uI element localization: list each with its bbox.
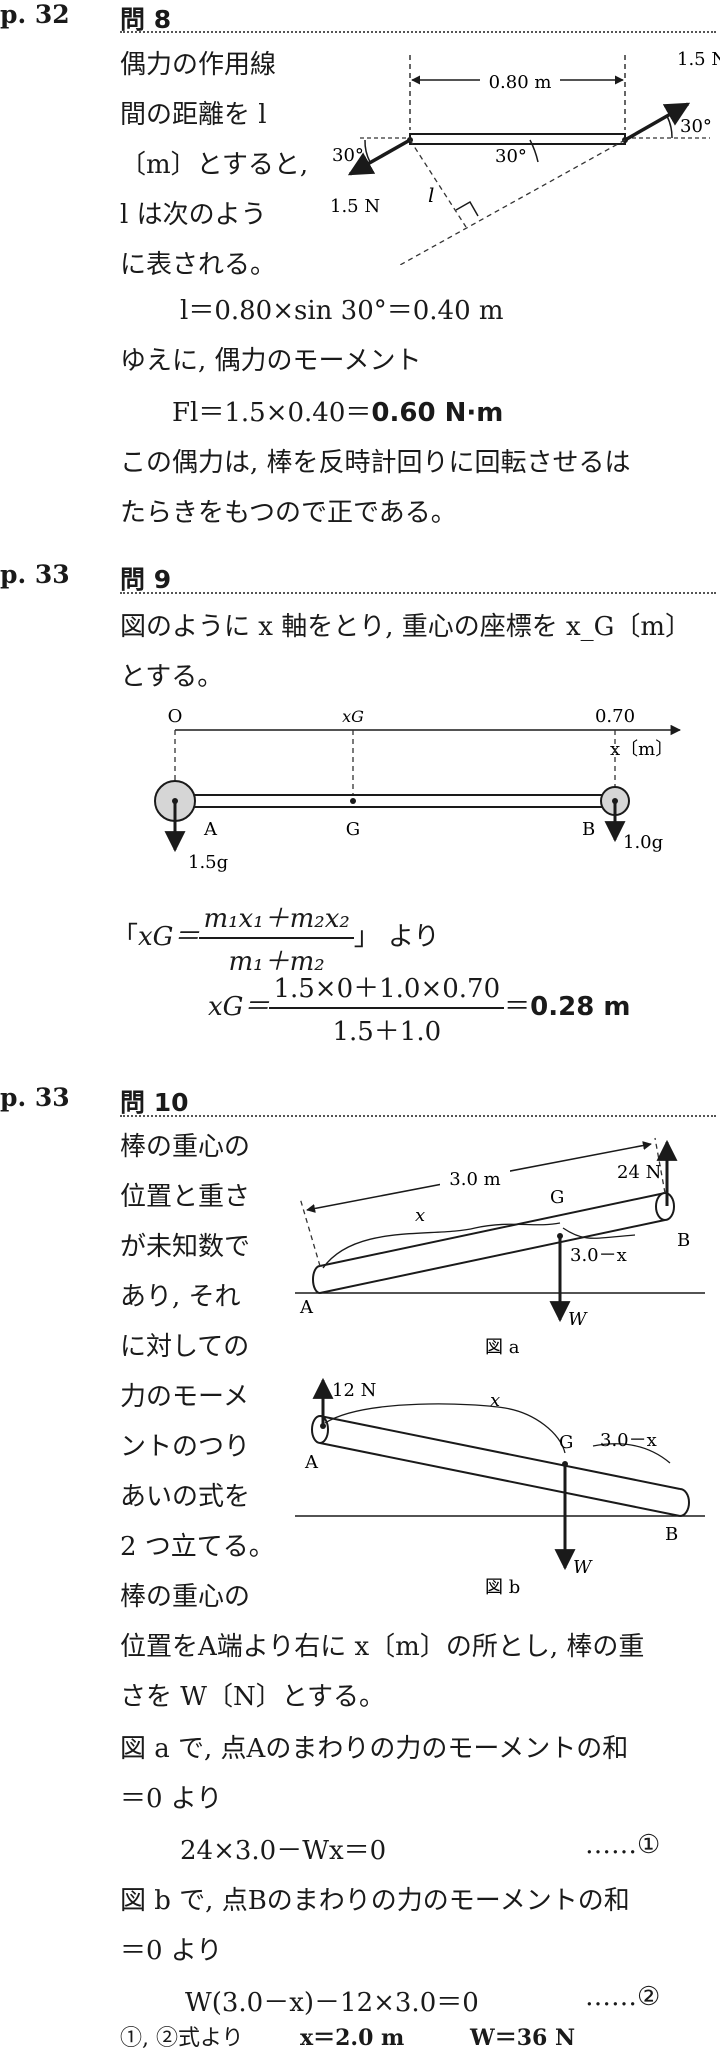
q10-text-line: あいの式を (120, 1482, 251, 1512)
q10-text-line: 位置をA端より右に x〔m〕の所とし, 棒の重 (120, 1632, 645, 1662)
label-rest: 3.0－x (570, 1245, 627, 1266)
fraction: 1.5×0＋1.0×0.70 1.5＋1.0 (269, 968, 505, 1048)
divider (120, 31, 716, 33)
denominator: m₁＋m₂ (228, 947, 325, 977)
label-force-left: 1.5 N (330, 196, 380, 217)
label-x-axis: x〔m〕 (610, 739, 673, 760)
denominator: 1.5＋1.0 (332, 1017, 442, 1047)
label-x: x (415, 1205, 425, 1226)
q10-text-line: ＝0 より (120, 1784, 223, 1814)
q10-text-line: 力のモーメ (120, 1382, 249, 1412)
q9-text-line: とする。 (120, 662, 224, 692)
eq-lhs: xG＝ (208, 992, 270, 1022)
label-G: G (346, 819, 360, 840)
fraction: m₁x₁＋m₂x₂ m₁＋m₂ (199, 898, 354, 978)
bracket: 」 より (353, 922, 440, 952)
label-force-24N: 24 N (617, 1162, 661, 1183)
q10-text-line: に対しての (120, 1332, 250, 1362)
q10-text-line: 図 a で, 点Aのまわりの力のモーメントの和 (120, 1734, 629, 1764)
q8-text-line: ゆえに, 偶力のモーメント (120, 346, 422, 376)
q8-equation-l: l＝0.80×sin 30°＝0.40 m (180, 296, 504, 326)
q9-center-formula: 「xG＝m₁x₁＋m₂x₂ m₁＋m₂ 」 より (112, 898, 440, 978)
q9-rod-diagram: O xG 0.70 x〔m〕 A G B 1.5g 1.0g (154, 706, 682, 873)
label-angle-right: 30° (680, 116, 712, 137)
label-G: G (559, 1432, 573, 1453)
page-ref-q10: p. 33 (0, 1083, 70, 1112)
q8-text-line: 偶力の作用線 (120, 50, 277, 80)
label-A: A (299, 1297, 314, 1318)
q10-text-line: ＝0 より (120, 1936, 223, 1966)
bracket: 「 (112, 922, 139, 952)
q10-figure-a: 3.0 m 24 N x G 3.0－x W A B 図 a (295, 1137, 705, 1358)
divider (120, 1115, 716, 1117)
q8-text-line: 間の距離を l (120, 100, 267, 130)
q8-couple-diagram: 0.80 m 1.5 N 30° 30° 1.5 N 30° l (330, 49, 720, 265)
label-W: W (568, 1309, 588, 1330)
label-weight-B: 1.0g (623, 832, 663, 853)
label-G: G (550, 1187, 564, 1208)
q10-text-line: が未知数で (120, 1232, 251, 1262)
q8-text-line: この偶力は, 棒を反時計回りに回転させるは (120, 448, 631, 478)
question-title-q8: 問 8 (120, 5, 172, 34)
q10-text-line: さを W〔N〕とする。 (120, 1682, 385, 1712)
q9-text-line: 図のように x 軸をとり, 重心の座標を x_G〔m〕 (120, 612, 692, 642)
label-B: B (665, 1524, 678, 1545)
question-title-q10: 問 10 (120, 1088, 189, 1117)
label-force-right: 1.5 N (677, 49, 720, 70)
answer: 0.60 N·m (371, 398, 504, 428)
q10-text-line: ントのつり (120, 1432, 251, 1462)
label-weight-A: 1.5g (188, 852, 228, 873)
eq-lhs: xG＝ (138, 922, 200, 952)
q8-text-line: に表される。 (120, 250, 277, 280)
figure-caption-b: 図 b (485, 1577, 520, 1598)
equation-tag-2: ……② (585, 1982, 661, 2012)
page-ref-q8: p. 32 (0, 0, 70, 29)
divider (120, 592, 716, 594)
label-length: 3.0 m (449, 1169, 500, 1190)
label-W: W (573, 1557, 593, 1578)
label-angle-left: 30° (332, 145, 364, 166)
label-A: A (203, 819, 218, 840)
label-l: l (428, 183, 434, 207)
question-title-q9: 問 9 (120, 565, 172, 594)
eq-text: Fl＝1.5×0.40＝ (172, 398, 372, 428)
label-xG: xG (342, 707, 364, 726)
q10-text-line: ①, ②式より (120, 2026, 244, 2051)
q8-equation-moment: Fl＝1.5×0.40＝0.60 N·m (172, 392, 503, 429)
q10-text-line: 棒の重心の (120, 1582, 251, 1612)
q10-text-line: あり, それ (120, 1282, 241, 1312)
label-B: B (677, 1230, 690, 1251)
numerator: 1.5×0＋1.0×0.70 (269, 968, 505, 1009)
q10-text-line: 位置と重さ (120, 1182, 251, 1212)
eq-sign: ＝ (504, 992, 531, 1022)
label-rest: 3.0－x (600, 1430, 657, 1451)
label-angle-bottom: 30° (495, 146, 527, 167)
label-0.70: 0.70 (595, 706, 635, 727)
answer: 0.28 m (530, 992, 631, 1022)
label-B: B (582, 819, 595, 840)
label-A: A (304, 1452, 319, 1473)
q8-text-line: たらきをもつので正である。 (120, 498, 457, 528)
q8-text-line: 〔m〕とすると, (120, 150, 309, 180)
q10-equation-1: 24×3.0－Wx＝0 (180, 1836, 387, 1866)
figure-caption-a: 図 a (485, 1337, 520, 1358)
q10-text-line: 図 b で, 点Bのまわりの力のモーメントの和 (120, 1886, 630, 1916)
q8-text-line: l は次のよう (120, 200, 267, 230)
label-x: x (490, 1390, 500, 1411)
q10-text-line: 2 つ立てる。 (120, 1532, 275, 1562)
page-ref-q9: p. 33 (0, 560, 70, 589)
q10-equation-2: W(3.0－x)－12×3.0＝0 (185, 1988, 479, 2018)
q9-calc: xG＝1.5×0＋1.0×0.70 1.5＋1.0 ＝0.28 m (208, 968, 630, 1048)
answer-W: W＝36 N (470, 2025, 576, 2051)
q10-figure-b: 12 N x G 3.0－x W A B 図 b (295, 1377, 705, 1598)
numerator: m₁x₁＋m₂x₂ (199, 898, 354, 939)
q10-text-line: 棒の重心の (120, 1132, 251, 1162)
equation-tag-1: ……① (585, 1830, 661, 1860)
label-O: O (168, 706, 183, 727)
answer-x: x＝2.0 m (300, 2025, 405, 2051)
label-distance: 0.80 m (489, 72, 552, 93)
label-force-12N: 12 N (332, 1380, 376, 1401)
